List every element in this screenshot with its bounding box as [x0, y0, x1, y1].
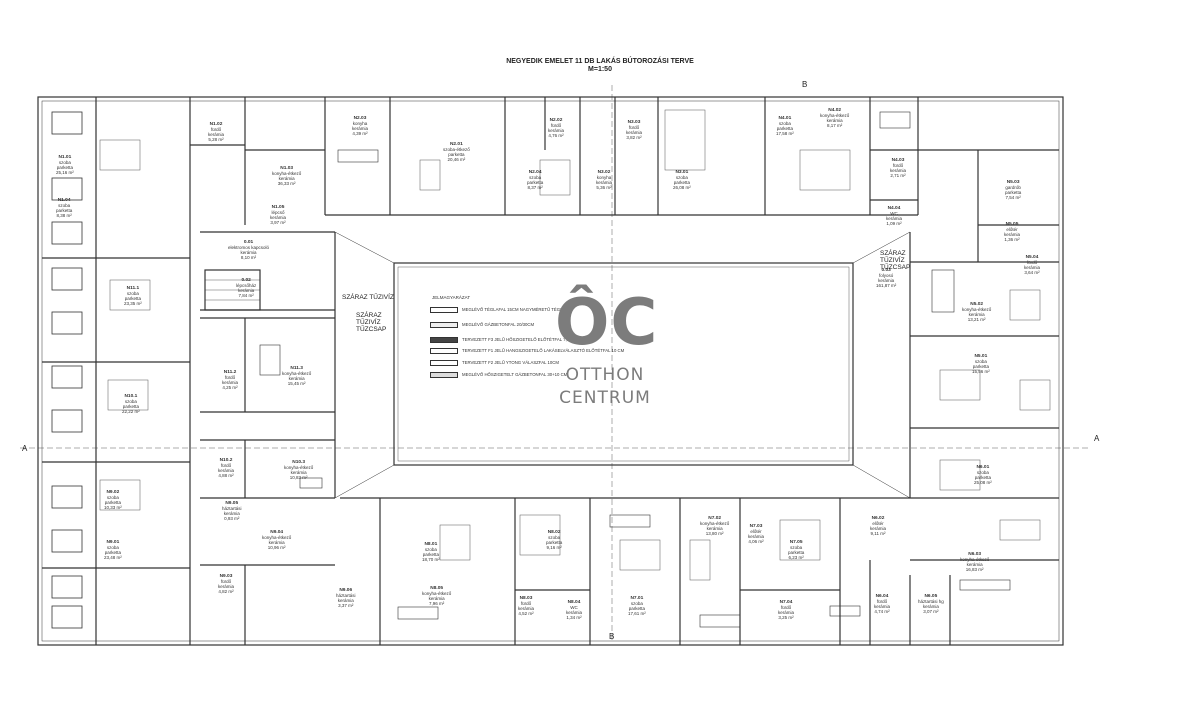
otthon-centrum-watermark: ÔC OTTHON CENTRUM [555, 283, 659, 463]
axis-label-a-left: A [22, 444, 28, 453]
fire-tap-label: SZÁRAZ TŰZIVÍZ TŰZCSAP [356, 312, 387, 333]
axis-label-b-top: B [802, 80, 808, 89]
courtyard-inner [397, 266, 850, 462]
fire-tap-label: SZÁRAZ TŰZIVÍZ [342, 294, 394, 301]
legend-title: JELMAGYARÁZAT [432, 295, 471, 300]
legend-item: TERVEZETT F1 JELŰ HANGSZIGETELŐ LAKÁSELV… [430, 348, 624, 354]
building-inner-outline [41, 100, 1060, 642]
legend-item: TERVEZETT F2 JELŰ YTONG VÁLASZFAL 10CM [430, 360, 559, 366]
watermark-logo: ÔC [555, 286, 659, 360]
legend-item: MEGLÉVŐ TÉGLAFAL 15CM NAGYMÉRETŰ TÉGLA [430, 307, 565, 313]
axis-label-a-right: A [1094, 434, 1100, 443]
building-outline [37, 96, 1064, 646]
watermark-line2: CENTRUM [559, 388, 651, 408]
plan-title: NEGYEDIK EMELET 11 DB LAKÁS BÚTOROZÁSI T… [506, 58, 694, 65]
legend-item: MEGLÉVŐ GÁZBETONFAL 20/30CM [430, 322, 534, 328]
courtyard [393, 262, 854, 466]
fire-tap-label: SZÁRAZ TŰZIVÍZ TŰZCSAP [880, 250, 911, 271]
legend-item: TERVEZETT F3 JELŰ HŐSZIGETELŐ ELŐTÉTFAL … [430, 337, 576, 343]
watermark-line1: OTTHON [565, 365, 645, 385]
plan-scale: M=1:50 [588, 66, 612, 73]
legend-item: MEGLÉVŐ HŐSZIGETELT GÁZBETONFAL 30+10 CM [430, 372, 567, 378]
axis-label-b-bottom: B [609, 632, 615, 641]
